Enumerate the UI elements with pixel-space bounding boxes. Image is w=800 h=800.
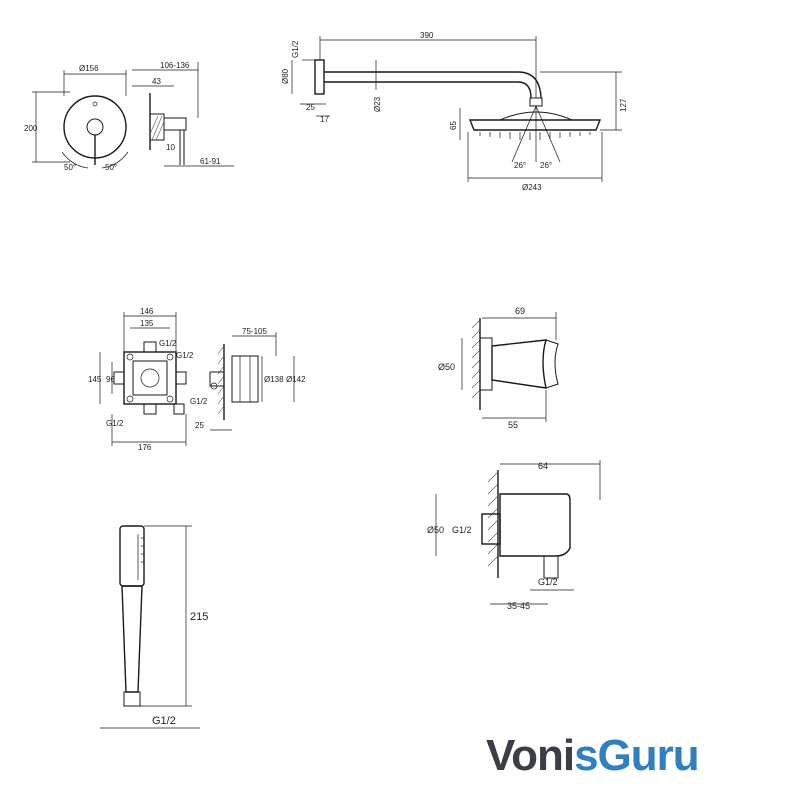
install-box-drawing: 146 135 G1/2 G1/2 145 96 G1/2 176 75-105 <box>88 307 306 452</box>
box-height-inner-label: 96 <box>106 375 115 384</box>
mixer-drawing: Ø156 200 50° 50° 106-136 43 10 61-91 <box>24 61 234 172</box>
holder-diameter-label: Ø50 <box>438 362 455 372</box>
box-diameter-b-label: Ø142 <box>286 375 306 384</box>
logo-part-s: s <box>574 731 597 780</box>
box-diameter-a-label: Ø138 <box>264 375 284 384</box>
arm-drop-label: 127 <box>619 98 628 112</box>
wall-holder-drawing: 69 Ø50 55 <box>438 306 559 430</box>
elbow-thread-bottom-label: G1/2 <box>538 577 558 587</box>
arm-pipe-label: Ø23 <box>373 96 382 112</box>
arm-flange-label: Ø80 <box>281 68 290 84</box>
holder-depth-label: 55 <box>508 420 518 430</box>
mixer-depth-label: 106-136 <box>160 61 190 70</box>
elbow-width-label: 64 <box>538 461 548 471</box>
handshower-head <box>119 525 145 587</box>
logo-part-guru: Guru <box>598 731 699 780</box>
shower-arm-drawing: 26° 26° 390 G1/2 Ø80 25 17 Ø23 65 127 Ø2… <box>281 31 628 192</box>
box-width-inner-label: 135 <box>140 319 154 328</box>
arm-plate-label: 17 <box>320 115 329 124</box>
elbow-depth-label: 35-45 <box>507 601 530 611</box>
handshower-thread-label: G1/2 <box>152 715 176 727</box>
mixer-hub <box>86 118 104 136</box>
hand-shower-drawing: 215 G1/2 <box>100 525 208 729</box>
mixer-indicator <box>92 101 98 107</box>
voniosguru-logo: VonisGuru <box>486 731 700 780</box>
mixer-small-label: 10 <box>166 143 175 152</box>
shower-head <box>468 119 602 131</box>
mixer-projection-label: 61-91 <box>200 157 221 166</box>
arm-angle-left: 26° <box>514 161 526 170</box>
box-inner <box>132 360 168 396</box>
box-width-outer-label: 146 <box>140 307 154 316</box>
mixer-height-label: 200 <box>24 124 38 133</box>
elbow-diameter-label: Ø50 <box>427 525 444 535</box>
elbow-thread-label: G1/2 <box>452 525 472 535</box>
logo-part-voni: Voni <box>486 731 574 780</box>
box-width-bottom-label: 176 <box>138 443 152 452</box>
arm-flange <box>314 59 325 95</box>
box-side-body <box>231 355 259 403</box>
arm-bend-outer <box>517 71 542 99</box>
wall-elbow-drawing: 64 Ø50 G1/2 G1/2 35-45 <box>427 460 601 611</box>
box-thread-left-label: G1/2 <box>106 419 124 428</box>
mixer-diameter-label: Ø156 <box>79 64 99 73</box>
arm-length-label: 390 <box>420 31 434 40</box>
arm-bend-inner <box>517 81 532 99</box>
arm-head-height-label: 65 <box>449 121 458 130</box>
mixer-angle-right: 50° <box>105 163 117 172</box>
box-side-thread-label: G1/2 <box>190 397 208 406</box>
mixer-angle-left: 50° <box>64 163 76 172</box>
mixer-side-body <box>163 117 187 131</box>
box-thread-top-label: G1/2 <box>159 339 177 348</box>
handshower-length-label: 215 <box>190 611 208 623</box>
holder-body <box>491 339 547 389</box>
handshower-handle <box>121 585 143 693</box>
holder-rosette <box>479 337 493 391</box>
box-side-depth-label: 75-105 <box>242 327 267 336</box>
arm-head-diameter-label: Ø243 <box>522 183 542 192</box>
box-thread-right-label: G1/2 <box>176 351 194 360</box>
arm-thread-label: G1/2 <box>291 40 300 58</box>
arm-angle-right: 26° <box>540 161 552 170</box>
logo-text: VonisGuru <box>486 731 699 780</box>
box-side-offset-label: 25 <box>195 421 204 430</box>
elbow-outlet <box>543 555 559 579</box>
arm-wall-depth-label: 25 <box>306 103 315 112</box>
elbow-body <box>499 493 571 557</box>
handshower-connector <box>123 691 141 707</box>
box-height-outer-label: 145 <box>88 375 102 384</box>
mixer-offset-label: 43 <box>152 77 161 86</box>
holder-width-label: 69 <box>515 306 525 316</box>
